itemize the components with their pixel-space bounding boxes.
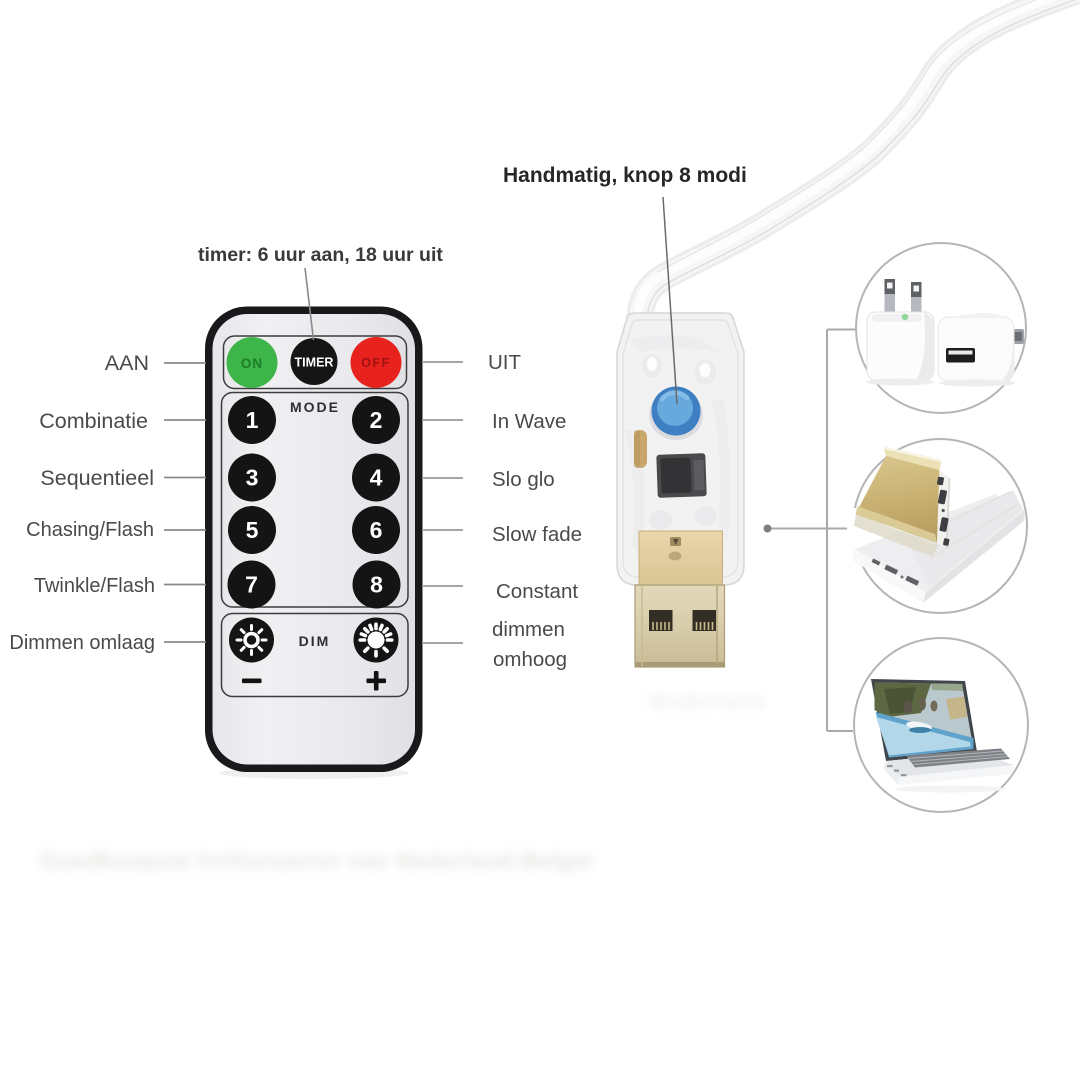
svg-text:UIT: UIT <box>488 351 522 374</box>
svg-text:OFF: OFF <box>361 356 391 370</box>
svg-text:Constant: Constant <box>496 580 578 603</box>
svg-text:Twinkle/Flash: Twinkle/Flash <box>34 575 155 597</box>
svg-text:Combinatie: Combinatie <box>39 409 148 433</box>
svg-text:timer: 6 uur aan, 18 uur uit: timer: 6 uur aan, 18 uur uit <box>198 244 443 266</box>
svg-text:4: 4 <box>370 465 383 491</box>
svg-text:Chasing/Flash: Chasing/Flash <box>26 519 154 541</box>
svg-text:ON: ON <box>241 356 263 371</box>
svg-text:Dimmen omlaag: Dimmen omlaag <box>9 632 155 654</box>
svg-text:Nederland: Nederland <box>650 691 766 713</box>
svg-text:Handmatig, knop 8 modi: Handmatig, knop 8 modi <box>503 164 747 187</box>
svg-text:dimmen: dimmen <box>492 618 565 641</box>
svg-text:8: 8 <box>370 572 383 598</box>
svg-text:omhoog: omhoog <box>493 648 567 671</box>
svg-text:3: 3 <box>246 465 259 491</box>
svg-text:DIM: DIM <box>299 633 331 649</box>
svg-text:In Wave: In Wave <box>492 410 566 433</box>
svg-text:Slow fade: Slow fade <box>492 523 582 546</box>
svg-text:5: 5 <box>246 517 259 543</box>
svg-text:Slo glo: Slo glo <box>492 468 555 491</box>
svg-text:MODE: MODE <box>290 399 340 415</box>
svg-text:1: 1 <box>246 407 259 433</box>
svg-text:AAN: AAN <box>105 351 149 375</box>
svg-text:7: 7 <box>245 572 258 598</box>
svg-text:Goedkoopste lichtsnoeren van N: Goedkoopste lichtsnoeren van Nederland-B… <box>40 848 594 873</box>
svg-text:Sequentieel: Sequentieel <box>40 466 154 490</box>
svg-text:2: 2 <box>370 407 383 433</box>
svg-text:TIMER: TIMER <box>295 356 334 370</box>
svg-text:6: 6 <box>370 517 383 543</box>
